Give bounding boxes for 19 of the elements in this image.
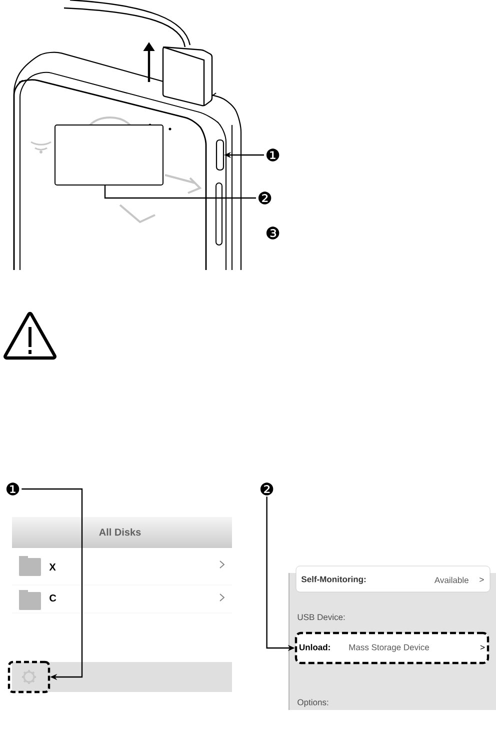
arrow xyxy=(22,488,83,680)
unload-row: Unload: Mass Storage Device > xyxy=(294,632,490,664)
header-title: All Disks xyxy=(99,528,141,536)
callout-number: ❸ xyxy=(266,226,280,240)
section-heading: Options: xyxy=(298,699,328,707)
disk-name: X xyxy=(49,564,56,570)
side-button xyxy=(216,139,224,171)
setting-value: Available xyxy=(434,576,468,584)
callout-number: ❷ xyxy=(260,482,274,496)
leader-line xyxy=(104,185,256,199)
display-screen xyxy=(54,124,164,186)
callout-number: ❷ xyxy=(258,192,272,204)
section-heading: USB Device: xyxy=(298,614,345,620)
callout-number: ❶ xyxy=(266,148,280,162)
callout-number: ❶ xyxy=(6,482,20,496)
settings-button xyxy=(8,660,50,694)
chevron-text: > xyxy=(480,578,484,582)
disk-name: C xyxy=(50,594,56,602)
setting-name: Self-Monitoring: xyxy=(301,576,366,584)
